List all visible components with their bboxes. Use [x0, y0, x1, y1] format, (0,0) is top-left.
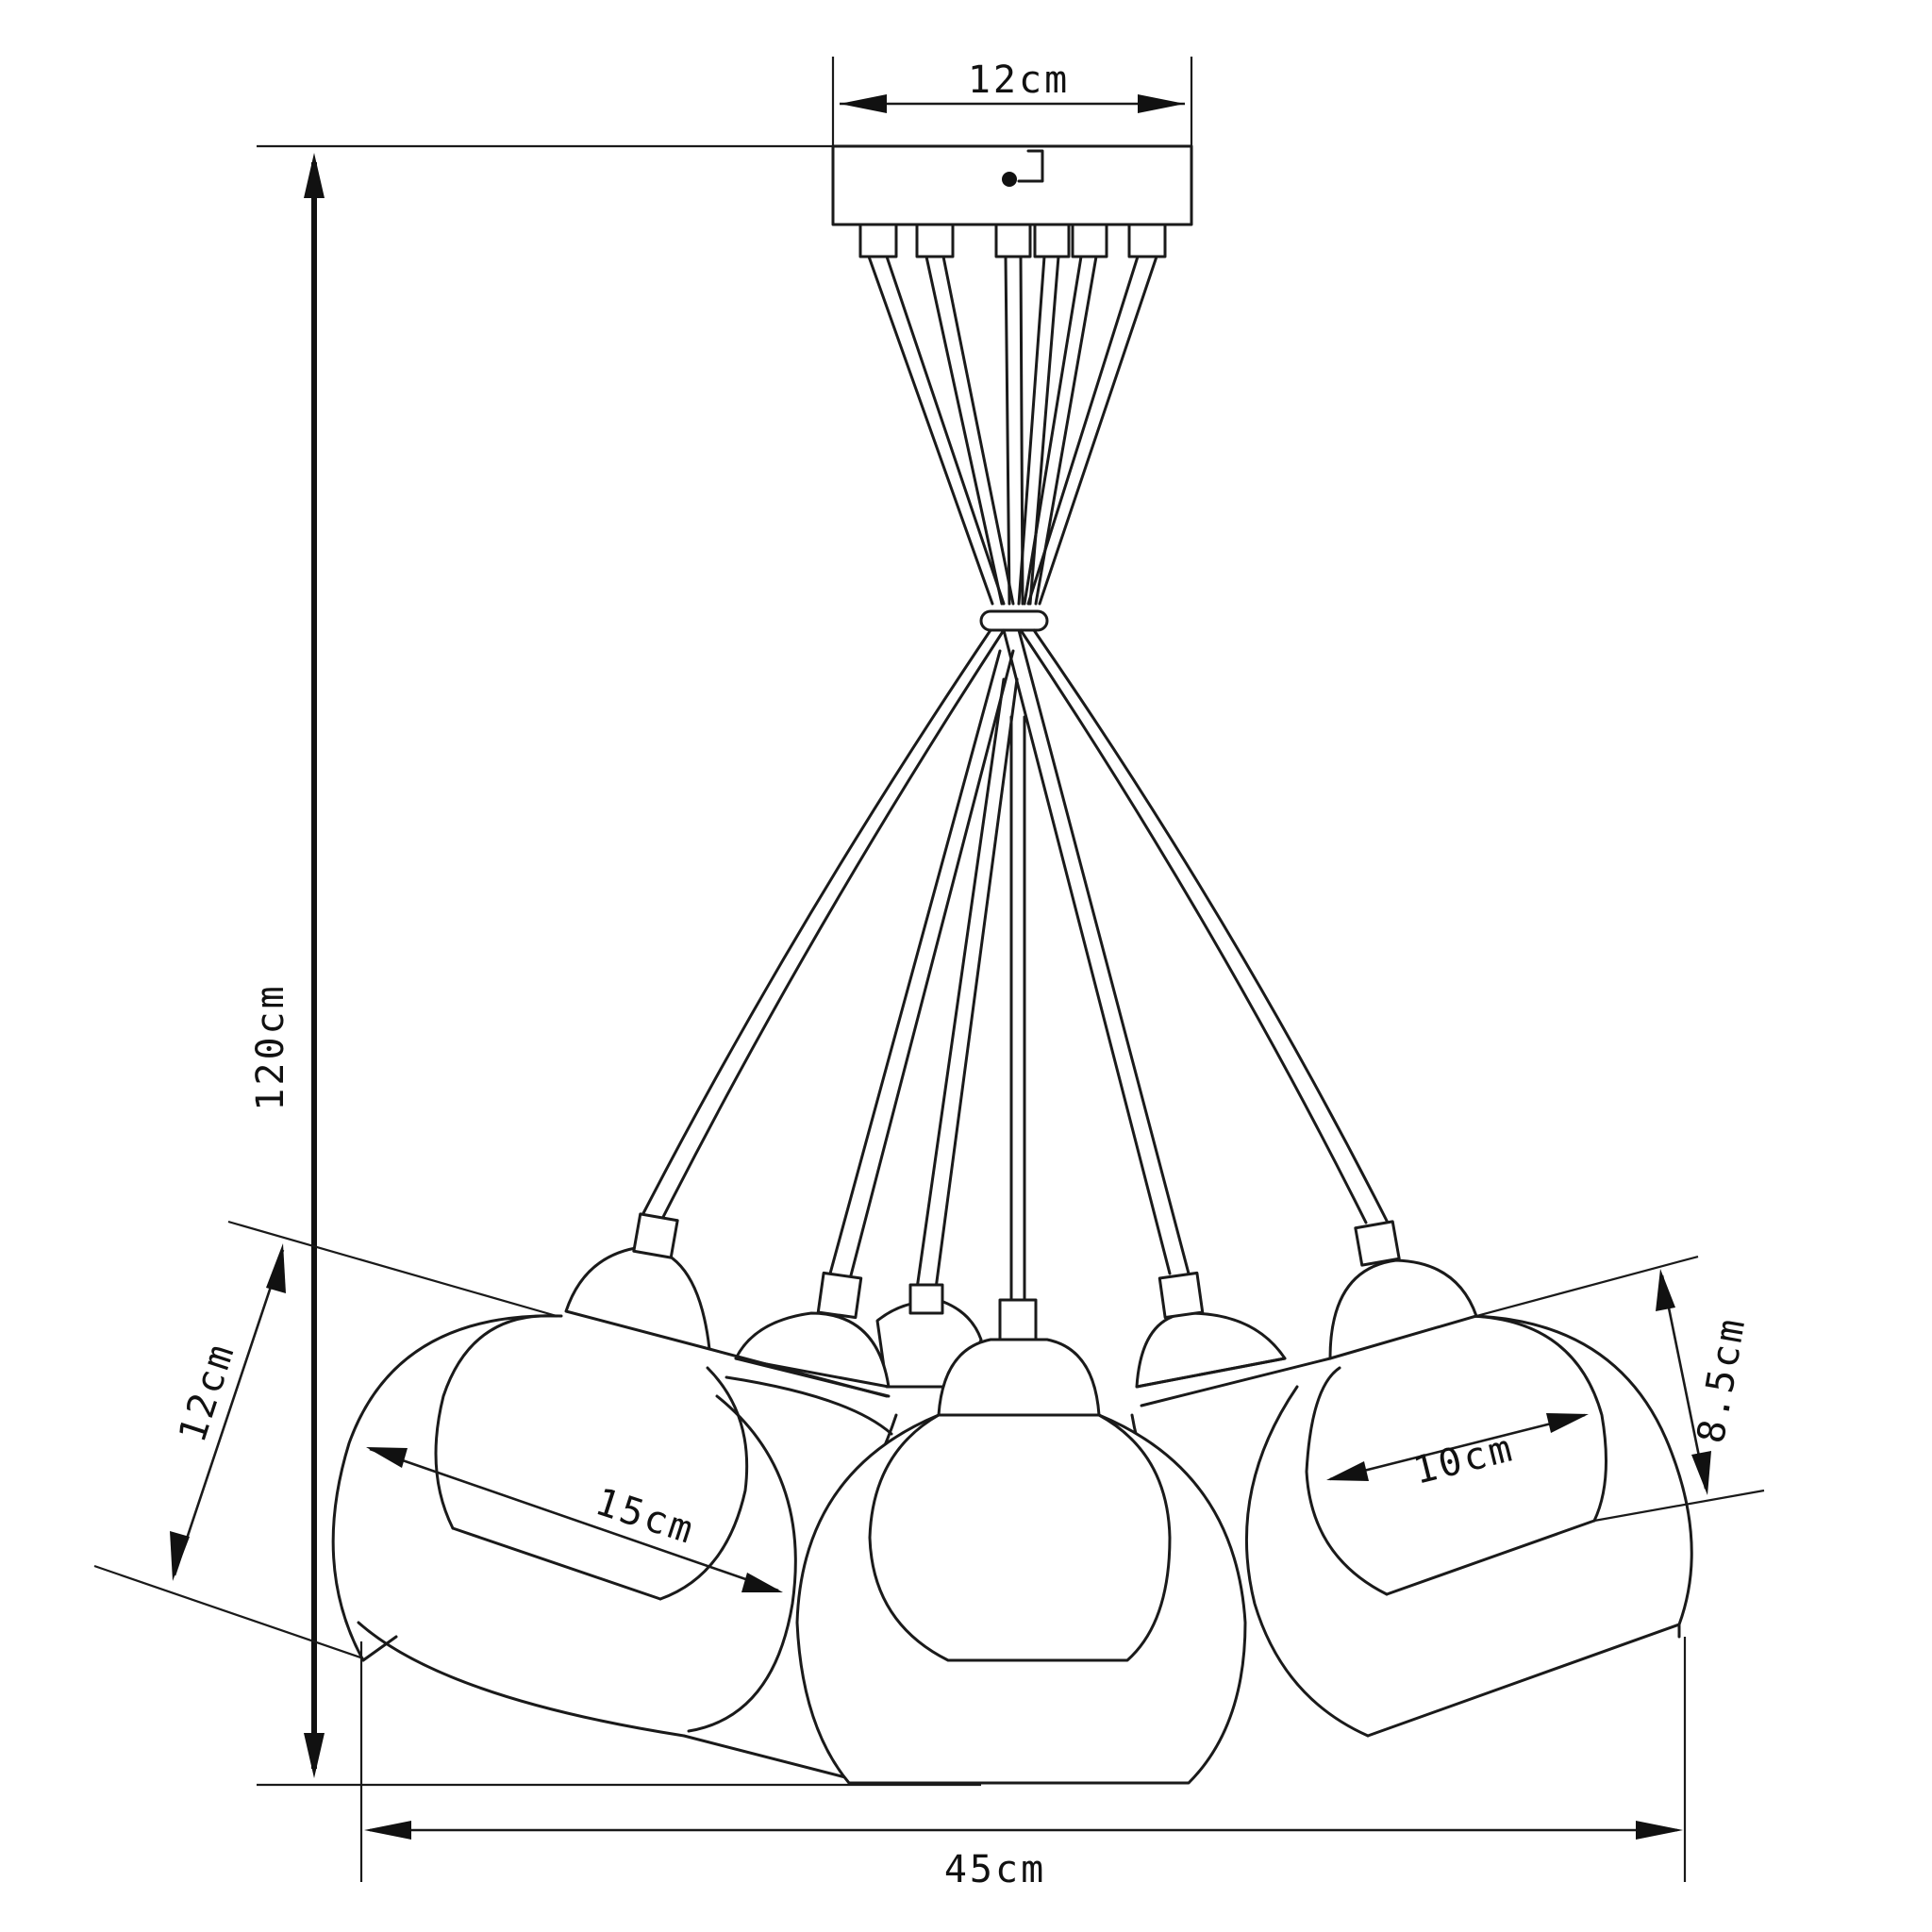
- dimension-overall-height: 120cm: [249, 144, 1000, 1787]
- label-canopy-width: 12cm: [968, 58, 1070, 102]
- globe-large-left: [331, 1212, 889, 1780]
- label-large-globe-diameter: 15cm: [590, 1480, 700, 1553]
- globe-right-middle: [1130, 1271, 1287, 1511]
- dimension-canopy-width: 12cm: [840, 58, 1185, 113]
- label-overall-width: 45cm: [944, 1848, 1046, 1891]
- globe-center: [795, 1298, 1247, 1785]
- label-large-globe-height: 12cm: [171, 1337, 243, 1447]
- suspension-cords-upper: [867, 255, 1158, 606]
- globe-large-right: [1140, 1220, 1693, 1738]
- globe-left-middle: [724, 1271, 898, 1511]
- label-overall-height: 120cm: [249, 983, 292, 1110]
- ceiling-canopy: [831, 57, 1193, 226]
- dimension-small-globe-height: 8.5cm: [1475, 1255, 1765, 1523]
- label-small-globe-height: 8.5cm: [1690, 1313, 1755, 1446]
- canopy-sockets: [858, 223, 1167, 258]
- dimension-overall-width: 45cm: [359, 1637, 1687, 1891]
- dimension-large-globe-height: 12cm: [93, 1220, 558, 1660]
- suspension-cords-lower: [640, 628, 1389, 1302]
- label-small-globe-diameter: 10cm: [1409, 1426, 1519, 1493]
- cord-binding-ring: [979, 609, 1049, 632]
- dimension-small-globe-diameter: 10cm: [1326, 1413, 1589, 1493]
